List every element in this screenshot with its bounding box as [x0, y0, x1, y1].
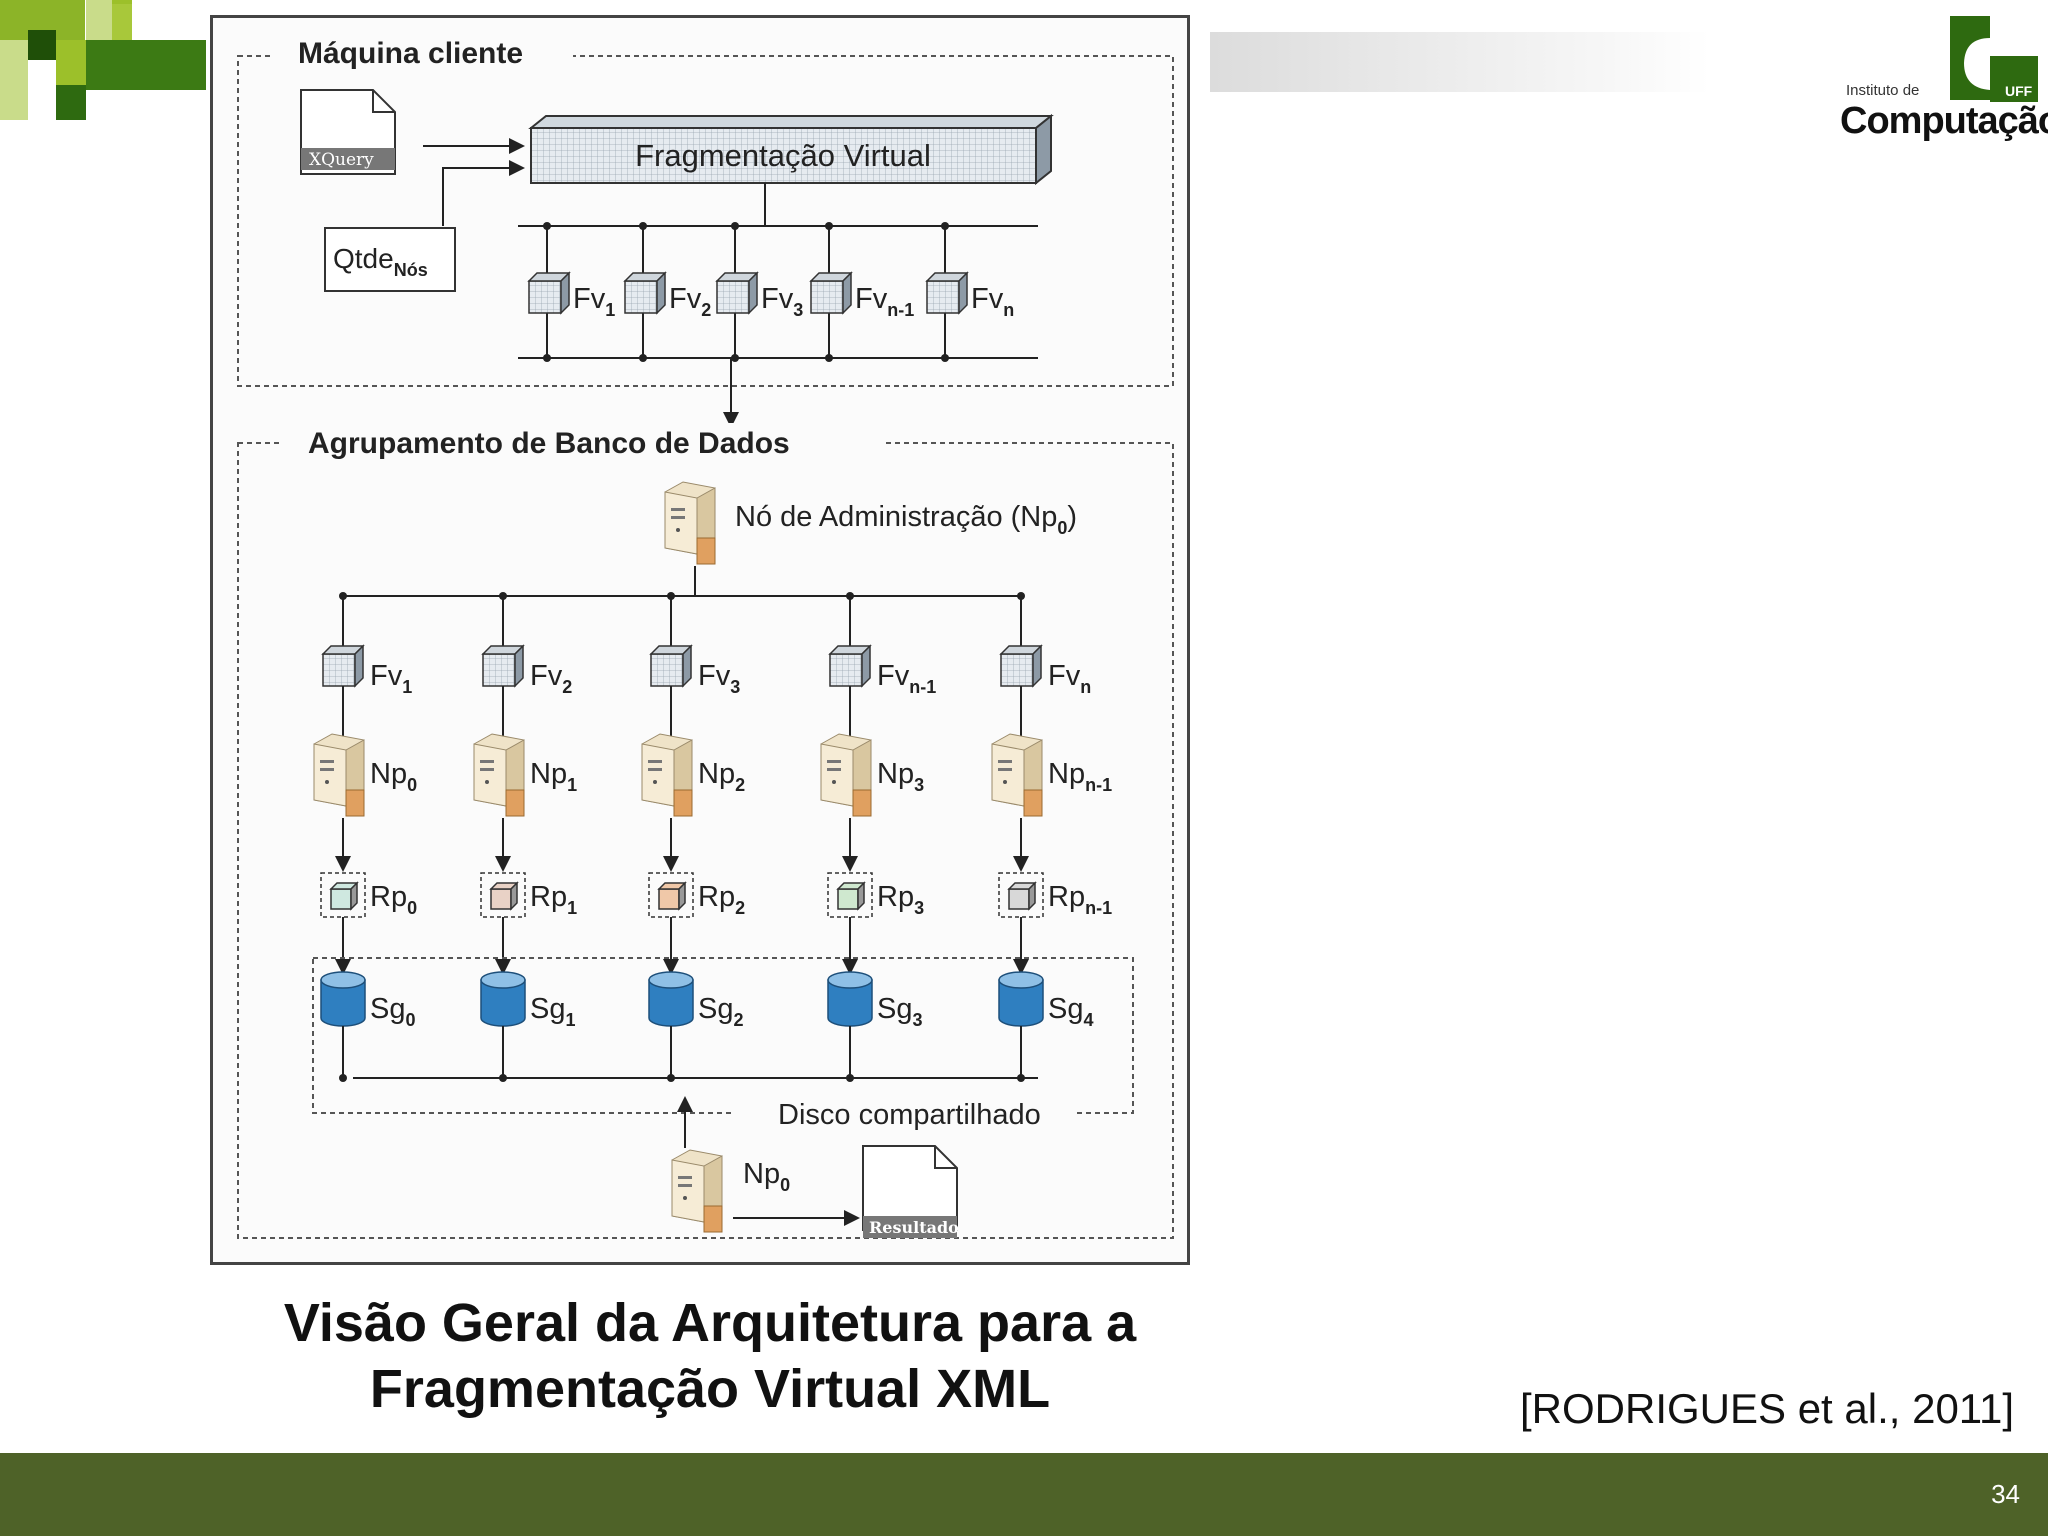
caption-line-1: Visão Geral da Arquitetura para a [283, 1293, 1137, 1353]
client-section-border [237, 55, 1174, 387]
page-number: 34 [1991, 1479, 2020, 1509]
figure-caption: Visão Geral da Arquitetura para a Fragme… [180, 1290, 1240, 1422]
fragment-cube-icon [624, 272, 666, 314]
fragment-cube-icon [829, 645, 871, 687]
logo-emblem-icon: UFF [1950, 16, 2038, 102]
footer-bar: 34 [0, 1453, 2048, 1536]
architecture-diagram: Máquina cliente XQuery Fragmentação Virt… [210, 15, 1190, 1265]
storage-cylinder-icon [827, 971, 873, 1027]
partial-result-label: Rp3 [877, 881, 924, 918]
fragment-cube-icon [650, 645, 692, 687]
diagram-canvas: Máquina cliente XQuery Fragmentação Virt… [237, 36, 1174, 1239]
fragment-cube-icon [716, 272, 758, 314]
client-section-title: Máquina cliente [298, 37, 523, 70]
storage-label: Sg4 [1048, 993, 1094, 1030]
fragment-cube-icon [810, 272, 852, 314]
cluster-section-title: Agrupamento de Banco de Dados [308, 427, 790, 460]
final-server-icon [671, 1149, 723, 1233]
admin-node-label: Nó de Administração (Np0) [735, 501, 1077, 538]
storage-label: Sg1 [530, 993, 576, 1030]
client-fragment-label: Fv3 [761, 283, 803, 320]
qtde-nos-box [324, 227, 456, 292]
node-server-icon [473, 733, 525, 817]
partial-result-box [480, 872, 526, 918]
institute-logo: UFF Instituto de Computação [1840, 8, 2048, 148]
shared-disk-border [312, 957, 1134, 1114]
node-label: Np3 [877, 758, 924, 795]
node-label: Np2 [698, 758, 745, 795]
node-label: Np1 [530, 758, 577, 795]
fragment-cube-icon [482, 645, 524, 687]
partial-result-box [827, 872, 873, 918]
cluster-fragment-label: Fv1 [370, 660, 412, 697]
partial-result-label: Rpn-1 [1048, 881, 1112, 918]
storage-cylinder-icon [998, 971, 1044, 1027]
partial-result-label: Rp1 [530, 881, 577, 918]
fragment-cube-icon [528, 272, 570, 314]
fragment-cube-icon [322, 645, 364, 687]
storage-label: Sg2 [698, 993, 744, 1030]
fragment-cube-icon [926, 272, 968, 314]
storage-label: Sg0 [370, 993, 416, 1030]
storage-cylinder-icon [320, 971, 366, 1027]
admin-server-icon [664, 481, 716, 565]
node-label: Np0 [370, 758, 417, 795]
client-fragment-label: Fvn [971, 283, 1014, 320]
partial-result-box [320, 872, 366, 918]
result-label: Resultado [869, 1218, 959, 1237]
logo-name: Computação [1840, 100, 2048, 142]
logo-badge: UFF [2005, 83, 2033, 99]
partial-result-box [998, 872, 1044, 918]
caption-line-2: Fragmentação Virtual XML [369, 1359, 1051, 1419]
fragmentation-label: Fragmentação Virtual [635, 138, 931, 173]
client-fragments: Fv1 Fv2 Fv3 Fvn-1 Fvn [528, 222, 1014, 362]
client-fragment-label: Fv1 [573, 283, 615, 320]
node-server-icon [991, 733, 1043, 817]
cluster-fragment-label: Fv3 [698, 660, 740, 697]
storage-cylinder-icon [480, 971, 526, 1027]
logo-institute-label: Instituto de [1846, 82, 1920, 99]
fragmentation-virtual-box: Fragmentação Virtual [528, 113, 1054, 186]
result-document-icon: Resultado [862, 1145, 959, 1238]
fragment-cube-icon [1000, 645, 1042, 687]
partial-result-box [648, 872, 694, 918]
shared-disk-label: Disco compartilhado [778, 1099, 1041, 1131]
storage-label: Sg3 [877, 993, 923, 1030]
qtde-nos-label: QtdeNós [333, 243, 428, 280]
storage-cylinder-icon [648, 971, 694, 1027]
cluster-section-border [237, 442, 1174, 1239]
final-node-label: Np0 [743, 1158, 790, 1195]
node-label: Npn-1 [1048, 758, 1112, 795]
cluster-fragment-label: Fvn-1 [877, 660, 936, 697]
client-fragment-label: Fv2 [669, 283, 711, 320]
node-server-icon [641, 733, 693, 817]
client-fragment-label: Fvn-1 [855, 283, 914, 320]
xquery-label: XQuery [309, 150, 374, 170]
header-gradient-bar [1210, 32, 1710, 92]
citation: [RODRIGUES et al., 2011] [1520, 1385, 2015, 1432]
node-server-icon [313, 733, 365, 817]
cluster-fragment-label: Fvn [1048, 660, 1091, 697]
node-server-icon [820, 733, 872, 817]
partial-result-label: Rp0 [370, 881, 417, 918]
xquery-document-icon: XQuery [300, 89, 396, 175]
cluster-fragment-label: Fv2 [530, 660, 572, 697]
partial-result-label: Rp2 [698, 881, 745, 918]
